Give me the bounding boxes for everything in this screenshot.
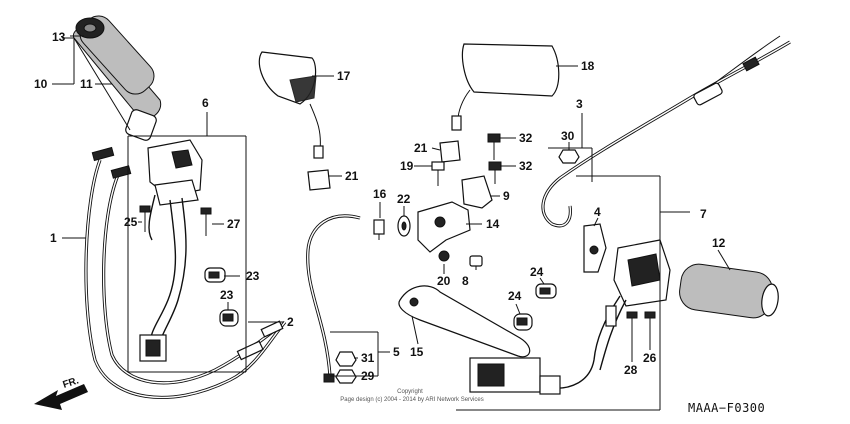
callout-24-upper: 24	[530, 265, 544, 279]
callout-3: 3	[576, 97, 583, 111]
throttle-cables[interactable]	[84, 146, 287, 399]
callout-21-left: 21	[345, 169, 359, 183]
callout-27: 27	[227, 217, 241, 231]
callout-8: 8	[462, 274, 469, 288]
nut-30[interactable]	[558, 149, 580, 164]
right-mirror[interactable]	[451, 43, 560, 131]
callout-6: 6	[202, 96, 209, 110]
left-grip-assembly[interactable]	[72, 10, 162, 141]
callout-numbers: 1 2 3 4 5 6 7 8 9 10 11 12 13 14 15 16 1…	[34, 30, 726, 383]
diagram-code: MAAA−F0300	[688, 401, 765, 415]
clamp-24-upper[interactable]	[535, 283, 557, 299]
copyright-line-2: Page design (c) 2004 - 2014 by ARI Netwo…	[340, 397, 483, 403]
nut-31[interactable]	[335, 351, 357, 367]
clutch-lever[interactable]	[398, 285, 531, 358]
callout-21-center: 21	[414, 141, 428, 155]
callout-7: 7	[700, 207, 707, 221]
screw-26[interactable]	[644, 311, 656, 340]
left-switch-assembly[interactable]	[139, 139, 203, 362]
callout-14: 14	[486, 217, 500, 231]
callout-20: 20	[437, 274, 451, 288]
bolt-32-upper[interactable]	[487, 133, 501, 160]
bolt-16[interactable]	[373, 219, 385, 240]
callout-11: 11	[80, 77, 93, 91]
screw-25[interactable]	[139, 205, 151, 232]
front-label: FR.	[62, 375, 81, 391]
screw-20[interactable]	[438, 250, 450, 262]
callout-2: 2	[287, 315, 294, 329]
callout-23-upper: 23	[246, 269, 260, 283]
washer-22[interactable]	[397, 215, 411, 237]
callout-29: 29	[361, 369, 375, 383]
callout-23-lower: 23	[220, 288, 234, 302]
callout-25: 25	[124, 215, 138, 229]
callout-13: 13	[52, 30, 66, 44]
callout-12: 12	[712, 236, 726, 250]
callout-19: 19	[400, 159, 414, 173]
callout-26: 26	[643, 351, 657, 365]
holder-clamp-9[interactable]	[461, 175, 493, 209]
screw-27[interactable]	[200, 207, 212, 236]
callout-5: 5	[393, 345, 400, 359]
clutch-lever-holder[interactable]	[417, 201, 471, 253]
switch-8[interactable]	[469, 255, 483, 267]
front-direction-arrow: FR.	[34, 375, 88, 410]
nut-21-center[interactable]	[439, 140, 461, 163]
callout-24-lower: 24	[508, 289, 522, 303]
clamp-24-lower[interactable]	[513, 313, 533, 331]
callout-18: 18	[581, 59, 595, 73]
bolt-32-lower[interactable]	[488, 161, 502, 184]
callout-28: 28	[624, 363, 638, 377]
callout-30: 30	[561, 129, 575, 143]
callout-10: 10	[34, 77, 48, 91]
callout-22: 22	[397, 192, 411, 206]
callout-32-lower: 32	[519, 159, 533, 173]
right-grip[interactable]	[677, 262, 780, 320]
throttle-cable-right[interactable]	[541, 35, 791, 228]
clamp-23-upper[interactable]	[204, 267, 226, 283]
copyright-line-1: Copyright	[397, 389, 423, 395]
switch-4[interactable]	[583, 223, 607, 273]
leader-lines	[52, 35, 731, 411]
callout-15: 15	[410, 345, 424, 359]
nut-21-left[interactable]	[307, 169, 331, 191]
screw-28[interactable]	[626, 311, 638, 346]
callout-17: 17	[337, 69, 351, 83]
callout-9: 9	[503, 189, 510, 203]
bolt-19[interactable]	[431, 161, 445, 186]
left-mirror[interactable]	[258, 51, 324, 159]
callout-16: 16	[373, 187, 387, 201]
callout-31: 31	[361, 351, 375, 365]
clamp-23-lower[interactable]	[219, 309, 239, 327]
callout-1: 1	[50, 231, 57, 245]
clutch-cable[interactable]	[306, 214, 361, 383]
callout-32-upper: 32	[519, 131, 533, 145]
right-switch-assembly[interactable]	[469, 239, 671, 395]
callout-4: 4	[594, 205, 601, 219]
